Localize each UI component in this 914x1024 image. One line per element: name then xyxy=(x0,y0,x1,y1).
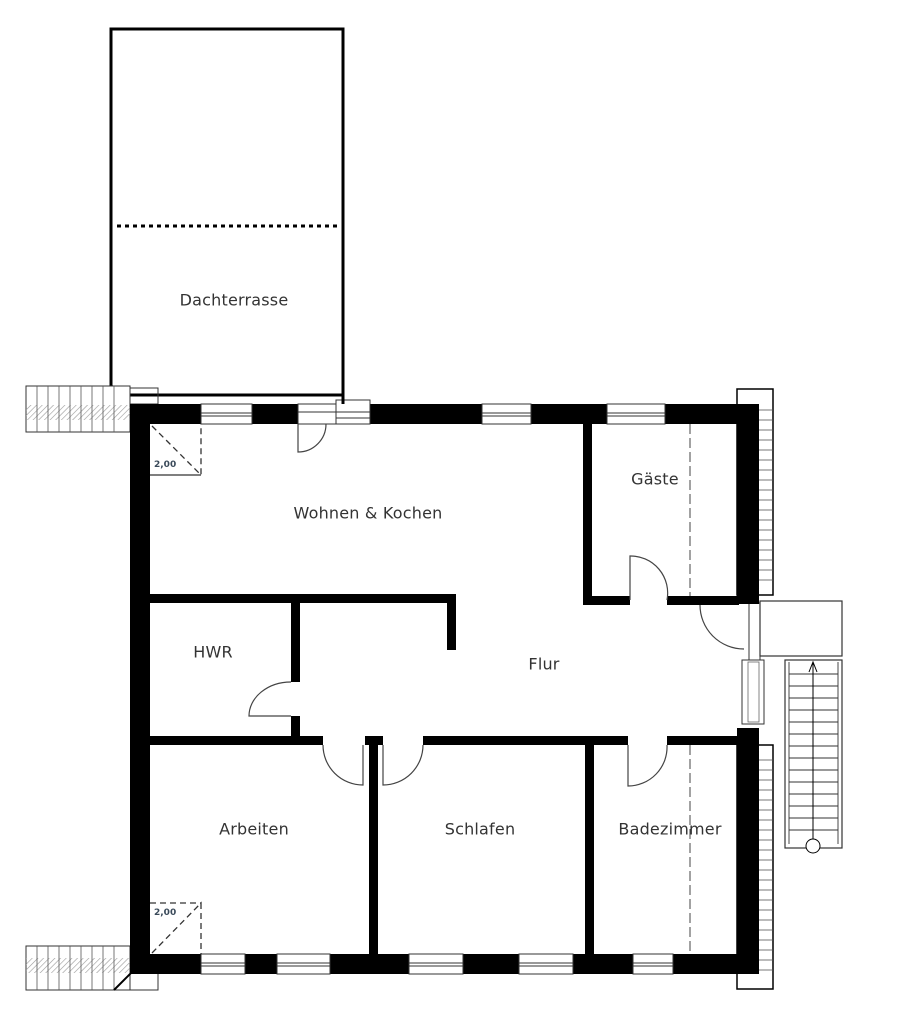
roof-hatch-markers xyxy=(150,424,202,954)
windows xyxy=(200,399,674,975)
room-label-badezimmer: Badezimmer xyxy=(618,819,722,839)
room-label-wohnen-kochen: Wohnen & Kochen xyxy=(293,503,443,523)
exterior-walls xyxy=(130,404,759,974)
doors xyxy=(248,423,745,787)
roof-terrace xyxy=(109,27,345,405)
dimension-label-bottom: 2,00 xyxy=(154,908,177,918)
balcony-top-left xyxy=(25,385,131,433)
room-label-hwr: HWR xyxy=(193,642,233,662)
room-label-gaeste: Gäste xyxy=(631,469,679,489)
balcony-bottom-left xyxy=(25,945,159,991)
exterior-staircase xyxy=(741,600,843,854)
room-label-dachterrasse: Dachterrasse xyxy=(179,290,289,310)
room-label-arbeiten: Arbeiten xyxy=(219,819,289,839)
room-label-flur: Flur xyxy=(528,654,560,674)
dimension-label-top: 2,00 xyxy=(154,460,177,470)
room-label-schlafen: Schlafen xyxy=(444,819,516,839)
interior-walls xyxy=(150,422,739,956)
